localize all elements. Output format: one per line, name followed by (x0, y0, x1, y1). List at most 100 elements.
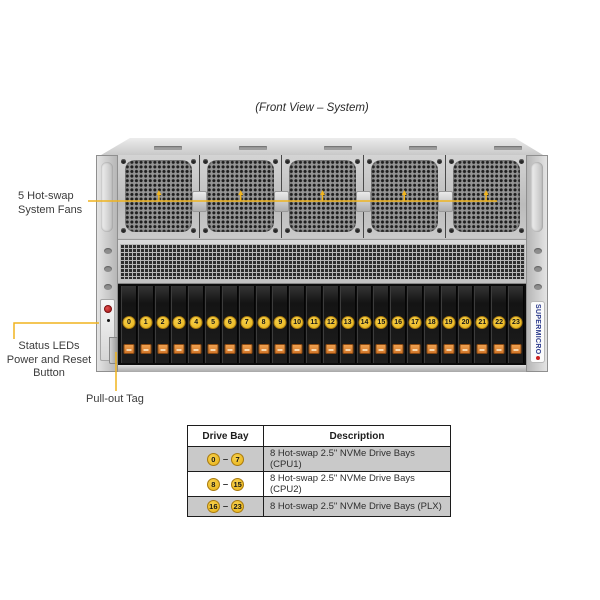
status-callout-line3: Button (33, 367, 65, 379)
bay-number-badge: 3 (172, 316, 186, 329)
bay-range-cell: 16–23 (187, 496, 264, 517)
drive-bay[interactable]: 6 (221, 286, 238, 363)
bay-latch[interactable] (308, 344, 320, 354)
bay-latch[interactable] (459, 344, 471, 354)
bay-number-badge: 14 (358, 316, 371, 329)
bay-number-badge: 18 (425, 316, 439, 329)
drive-bay[interactable]: 13 (339, 286, 356, 363)
bay-latch[interactable] (258, 344, 270, 354)
bay-latch[interactable] (426, 344, 438, 354)
drive-bay[interactable]: 20 (457, 286, 474, 363)
chassis-lid-slot (324, 146, 352, 150)
bay-latch[interactable] (123, 344, 135, 354)
status-callout-line1: Status LEDs (18, 340, 80, 352)
bay-latch[interactable] (476, 344, 488, 354)
bay-latch[interactable] (325, 344, 337, 354)
fan-screw (519, 228, 524, 233)
bay-latch[interactable] (173, 344, 185, 354)
bay-number-badge: 8 (257, 316, 271, 329)
bay-range-end-badge: 15 (231, 477, 245, 491)
bay-latch[interactable] (443, 344, 455, 354)
chassis-lid-slot (239, 146, 267, 150)
ear-hole (104, 266, 112, 272)
bay-number-badge: 19 (442, 316, 456, 329)
bay-latch[interactable] (342, 344, 354, 354)
drive-bay[interactable]: 12 (322, 286, 339, 363)
bay-number-badge: 7 (240, 316, 254, 329)
drive-bay[interactable]: 16 (390, 286, 407, 363)
bay-latch[interactable] (207, 344, 219, 354)
bay-latch[interactable] (493, 344, 505, 354)
chassis-lid-slot (494, 146, 522, 150)
ear-hole (104, 248, 112, 254)
bay-number-badge: 22 (492, 316, 506, 329)
drive-bay[interactable]: 19 (440, 286, 457, 363)
bay-latch[interactable] (190, 344, 202, 354)
drive-bay[interactable]: 17 (407, 286, 423, 363)
bay-latch[interactable] (140, 344, 152, 354)
chassis-lid-slot (154, 146, 182, 150)
drive-bay[interactable]: 14 (356, 286, 373, 363)
fans-callout-line2: System Fans (18, 203, 83, 216)
bay-latch[interactable] (392, 344, 404, 354)
drive-bay[interactable]: 10 (289, 286, 306, 363)
drive-bay[interactable]: 0 (121, 286, 137, 363)
bay-latch[interactable] (274, 344, 286, 354)
bay-number-badge: 4 (189, 316, 203, 329)
drive-bay[interactable]: 5 (205, 286, 221, 363)
fan-latch-handle[interactable] (438, 191, 453, 212)
power-button[interactable] (104, 305, 112, 313)
drive-bay[interactable]: 2 (154, 286, 171, 363)
bay-latch[interactable] (157, 344, 169, 354)
drive-bay[interactable]: 18 (423, 286, 440, 363)
bay-number-badge: 11 (307, 316, 321, 329)
fan-screw (449, 159, 454, 164)
vent-mesh (120, 244, 525, 279)
bay-number-badge: 9 (273, 316, 287, 329)
drive-bay[interactable]: 8 (255, 286, 272, 363)
fan-latch-handle[interactable] (274, 191, 289, 212)
bay-number-badge: 0 (122, 316, 136, 329)
drive-bay[interactable]: 22 (491, 286, 508, 363)
bay-latch[interactable] (375, 344, 387, 354)
bay-latch[interactable] (224, 344, 236, 354)
fan-screw (191, 159, 196, 164)
fan-screw (191, 228, 196, 233)
fan-latch-handle[interactable] (356, 191, 371, 212)
drive-bay[interactable]: 21 (474, 286, 491, 363)
ear-hole (534, 248, 542, 254)
bay-latch[interactable] (291, 344, 303, 354)
drive-bay[interactable]: 4 (188, 286, 205, 363)
drive-bay[interactable]: 11 (306, 286, 322, 363)
drive-bay[interactable]: 9 (272, 286, 289, 363)
fan-module (200, 155, 289, 238)
bay-range-start-badge: 8 (206, 477, 220, 491)
bay-latch[interactable] (241, 344, 253, 354)
bay-latch[interactable] (359, 344, 370, 354)
bay-number-badge: 1 (139, 316, 153, 329)
bay-number-badge: 20 (458, 316, 472, 329)
fan-grill (125, 160, 192, 232)
bay-latch[interactable] (409, 344, 421, 354)
vent-grille (118, 239, 527, 284)
drive-bay[interactable]: 7 (238, 286, 255, 363)
pullout-callout-label: Pull-out Tag (86, 393, 144, 405)
ear-hole (104, 284, 112, 290)
right-ear-handle (531, 162, 543, 232)
drive-bay[interactable]: 23 (508, 286, 524, 363)
bay-latch[interactable] (510, 344, 522, 354)
pullout-tag[interactable] (109, 337, 118, 364)
left-ear-handle (101, 162, 113, 232)
fan-module (282, 155, 371, 238)
drive-bay[interactable]: 1 (137, 286, 154, 363)
fan-screw (437, 228, 442, 233)
drive-bay[interactable]: 15 (373, 286, 390, 363)
fan-latch-handle[interactable] (192, 191, 207, 212)
status-callout-line (13, 322, 99, 339)
fan-screw (285, 159, 290, 164)
drive-bay[interactable]: 3 (171, 286, 188, 363)
fans-callout-line1: 5 Hot-swap (18, 190, 74, 202)
